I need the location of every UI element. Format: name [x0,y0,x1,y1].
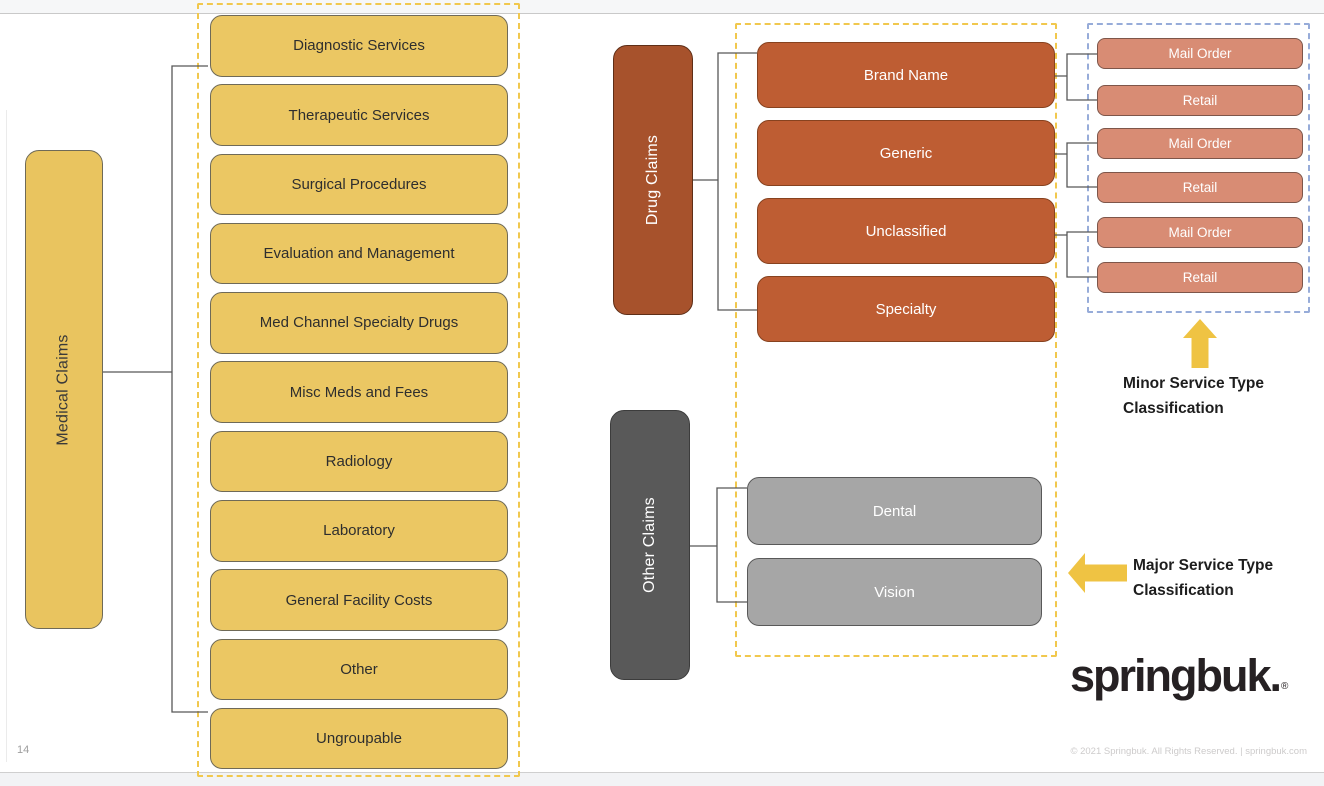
node-misc-meds-and-fees: Misc Meds and Fees [210,361,508,423]
node-surgical-procedures: Surgical Procedures [210,153,508,216]
drug-other-major-classification-frame [735,23,1057,657]
node-unclassified: Unclassified [757,198,1055,264]
node-unclassified-retail: Retail [1097,262,1303,293]
copyright-text: © 2021 Springbuk. All Rights Reserved. |… [1070,746,1307,757]
node-generic-mail-order: Mail Order [1097,128,1303,159]
node-medical-claims: Medical Claims [25,150,103,629]
node-generic: Generic [757,120,1055,186]
node-therapeutic-services: Therapeutic Services [210,84,508,146]
node-generic-retail: Retail [1097,172,1303,203]
springbuk-logo: springbuk.® [1070,650,1289,702]
node-drug-claims-label: Drug Claims [644,134,661,226]
node-medical-claims-label: Medical Claims [55,333,72,446]
major-service-type-label: Major Service Type Classification [1133,557,1274,599]
slide-left-edge [6,110,7,762]
node-radiology: Radiology [210,430,508,493]
node-other-claims: Other Claims [610,410,690,680]
medical-claim-types-group: Diagnostic Services Therapeutic Services… [210,15,508,770]
node-drug-claims: Drug Claims [613,45,693,315]
node-brand-retail: Retail [1097,85,1303,116]
minor-up-arrow-icon [1183,319,1217,368]
minor-service-type-label: Minor Service Type Classification [1123,375,1264,417]
springbuk-wordmark: springbuk. [1070,650,1282,701]
slide-page-number: 14 [17,744,30,756]
node-general-facility-costs: General Facility Costs [210,569,508,631]
node-specialty: Specialty [757,276,1055,342]
drug-claim-types-group: Brand Name Generic Unclassified Specialt… [757,42,1055,342]
registered-trademark-icon: ® [1281,681,1289,692]
node-evaluation-and-management: Evaluation and Management [210,222,508,285]
node-laboratory: Laboratory [210,499,508,562]
medical-claims-connector [103,65,208,713]
node-other-claims-label: Other Claims [641,497,659,593]
node-vision: Vision [747,558,1042,626]
node-med-channel-specialty-drugs: Med Channel Specialty Drugs [210,292,508,354]
node-brand-mail-order: Mail Order [1097,38,1303,69]
node-dental: Dental [747,477,1042,545]
node-ungroupable: Ungroupable [210,707,508,770]
other-claim-types-group: Dental Vision [747,477,1042,626]
node-unclassified-mail-order: Mail Order [1097,217,1303,248]
node-diagnostic-services: Diagnostic Services [210,15,508,77]
node-brand-name: Brand Name [757,42,1055,108]
major-left-arrow-icon [1068,553,1127,593]
node-other: Other [210,638,508,701]
